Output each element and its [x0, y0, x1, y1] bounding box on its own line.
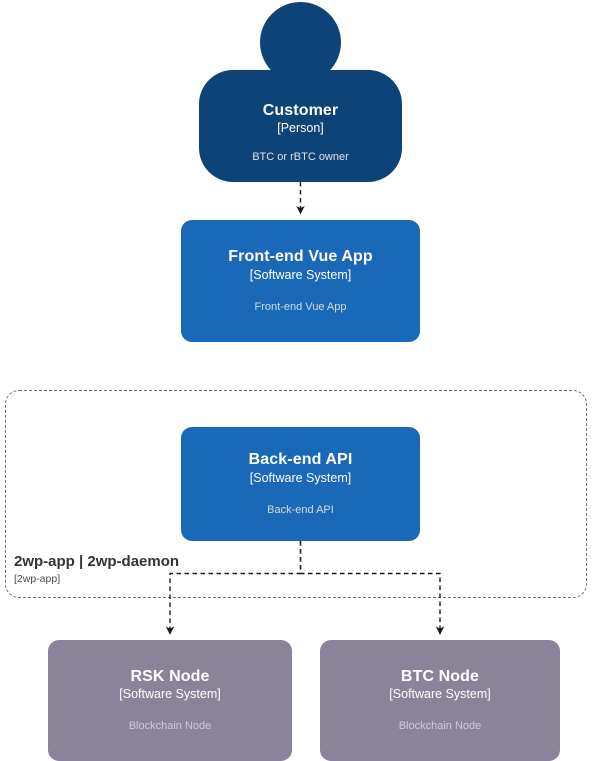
- node-rsk-node[interactable]: RSK Node [Software System] Blockchain No…: [48, 640, 292, 761]
- boundary-title: 2wp-app | 2wp-daemon: [14, 553, 180, 570]
- node-customer-title: Customer: [262, 101, 339, 119]
- node-frontend-title: Front-end Vue App: [228, 248, 373, 266]
- node-btc-description: Blockchain Node: [398, 720, 482, 733]
- node-backend-api[interactable]: Back-end API [Software System] Back-end …: [181, 427, 420, 541]
- node-backend-description: Back-end API: [267, 503, 334, 516]
- node-btc-type: [Software System]: [389, 687, 491, 702]
- node-rsk-title: RSK Node: [130, 667, 210, 685]
- node-rsk-type: [Software System]: [119, 687, 221, 702]
- person-head-icon: [260, 2, 341, 83]
- node-btc-node[interactable]: BTC Node [Software System] Blockchain No…: [320, 640, 560, 761]
- boundary-label: 2wp-app | 2wp-daemon [2wp-app]: [14, 553, 179, 586]
- node-frontend-type: [Software System]: [249, 267, 352, 282]
- node-rsk-description: Blockchain Node: [128, 720, 212, 733]
- boundary-type: [2wp-app]: [14, 573, 61, 585]
- person-body: Customer [Person] BTC or rBTC owner: [199, 70, 402, 182]
- node-customer-type: [Person]: [277, 121, 324, 136]
- node-btc-title: BTC Node: [400, 667, 480, 685]
- node-backend-type: [Software System]: [249, 470, 352, 485]
- node-customer-description: BTC or rBTC owner: [252, 151, 349, 164]
- node-frontend-description: Front-end Vue App: [254, 300, 347, 313]
- node-frontend-vue-app[interactable]: Front-end Vue App [Software System] Fron…: [181, 220, 420, 342]
- node-customer[interactable]: Customer [Person] BTC or rBTC owner: [199, 0, 402, 182]
- node-backend-title: Back-end API: [248, 451, 353, 469]
